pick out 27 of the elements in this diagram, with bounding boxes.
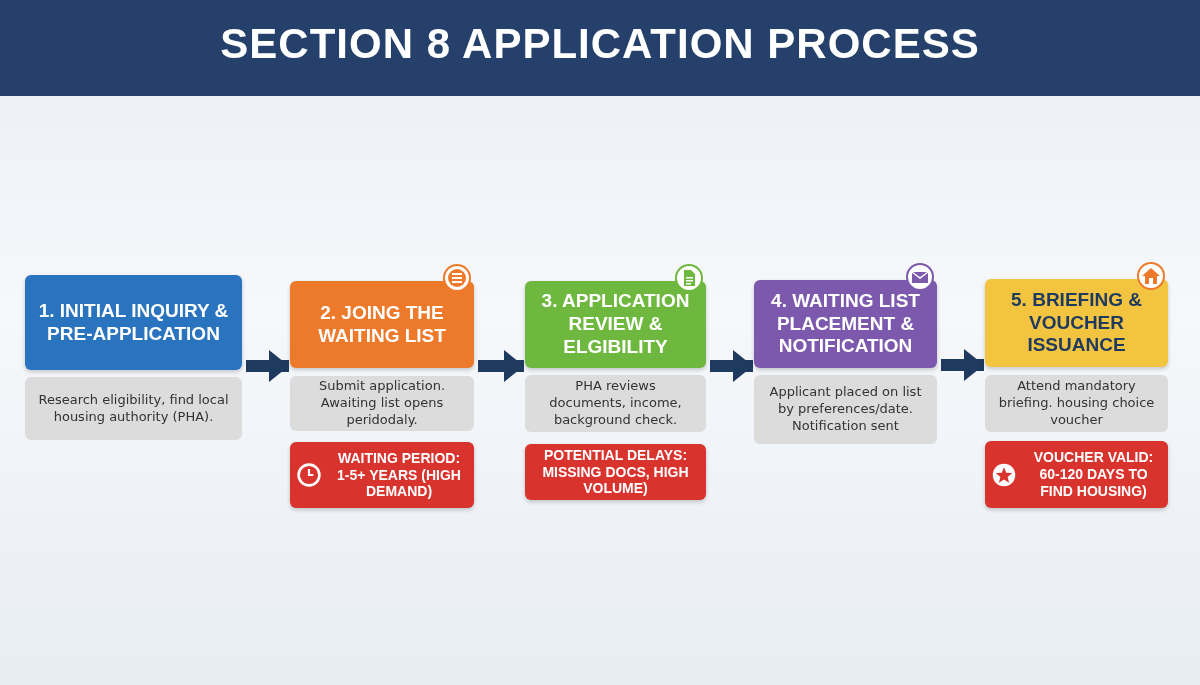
description-box (985, 375, 1168, 432)
alert-text: VOUCHER VALID: 60-120 DAYS TO FIND HOUSING) (1032, 449, 1155, 500)
alert-box (525, 444, 706, 500)
arrow (478, 350, 524, 382)
description-box (525, 375, 706, 432)
arrow (246, 350, 289, 382)
step-title: 4. WAITING LIST PLACEMENT & NOTIFICATION (770, 289, 921, 359)
step-description: Applicant placed on list by preferences/date. Notification sent (768, 384, 923, 435)
step-header-box (25, 275, 242, 370)
description-box (290, 376, 474, 431)
title: SECTION 8 APPLICATION PROCESS (219, 20, 981, 68)
step-description: Submit application. Awaiting list opens peridodaly. (317, 378, 447, 429)
alert-box (985, 441, 1168, 508)
alert-text: WAITING PERIOD: 1-5+ YEARS (HIGH DEMAND) (336, 449, 462, 501)
description-box (25, 377, 242, 440)
alert-text: POTENTIAL DELAYS: MISSING DOCS, HIGH VOLUME) (541, 446, 690, 498)
step-description: PHA reviews documents, income, background check. (548, 378, 683, 429)
step-description: Research eligibility, find local housing authority (PHA). (37, 391, 230, 426)
step-title: 3. APPLICATION REVIEW & ELGIBILITY (540, 290, 691, 359)
description-box (754, 375, 937, 444)
step-title: 5. BRIEFING & VOUCHER ISSUANCE (1010, 288, 1143, 358)
arrow (941, 349, 984, 381)
alert-box (290, 442, 474, 508)
step-title: 1. INITIAL INQUIRY & PRE-APPLICATION (37, 299, 230, 346)
step-title: 2. JOING THE WAITING LIST (317, 301, 447, 348)
step-description: Attend mandatory briefing. housing choice voucher (997, 378, 1156, 429)
arrow (710, 350, 753, 382)
